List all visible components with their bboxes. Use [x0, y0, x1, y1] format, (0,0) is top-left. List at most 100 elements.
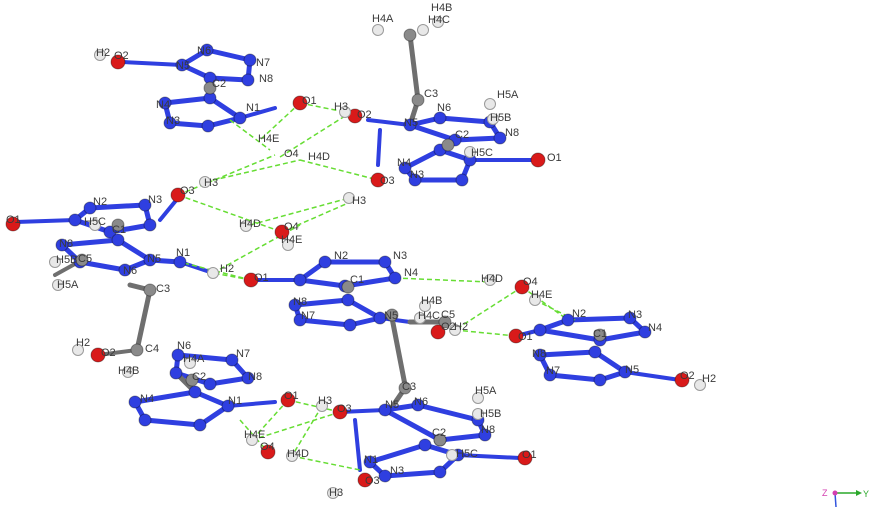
atom-label: N8: [505, 127, 519, 139]
nitrogen-atom: [378, 255, 392, 269]
atom-label: H5B: [490, 112, 511, 124]
nitrogen-atom: [433, 465, 447, 479]
nitrogen-atom: [203, 377, 217, 391]
carbon-atom: [143, 283, 157, 297]
hydrogen-bond: [521, 286, 569, 321]
nitrogen-atom: [418, 438, 432, 452]
hydrogen-bond: [454, 286, 523, 331]
nitrogen-atom: [241, 371, 255, 385]
atom-label: H4E: [244, 429, 265, 441]
nitrogen-atom: [118, 263, 132, 277]
atom-label: N8: [481, 424, 495, 436]
oxygen-atom: [508, 328, 524, 344]
atom-label: N2: [572, 308, 586, 320]
z-axis-label: Z: [822, 488, 828, 498]
carbon-atom: [130, 343, 144, 357]
hydrogen-atom: [122, 366, 134, 378]
nitrogen-atom: [378, 403, 392, 417]
carbon-atom: [203, 81, 217, 95]
atom-label: O3: [180, 185, 195, 197]
nitrogen-atom: [341, 293, 355, 307]
bond: [120, 60, 184, 67]
atom-label: N3: [393, 250, 407, 262]
atom-label: N4: [648, 322, 662, 334]
nitrogen-atom: [169, 366, 183, 380]
atom-label: O2: [680, 370, 695, 382]
hydrogen-atom: [94, 49, 106, 61]
bond: [382, 469, 443, 479]
atom-label: O3: [365, 475, 380, 487]
atom-label: H4D: [308, 151, 330, 163]
atom-label: H5B: [480, 408, 501, 420]
atom-label: O1: [302, 95, 317, 107]
hydrogen-atom: [446, 449, 458, 461]
atoms: [5, 16, 706, 499]
hydrogen-atom: [449, 324, 461, 336]
nitrogen-atom: [561, 313, 575, 327]
hydrogen-bond: [177, 194, 283, 233]
atom-label: H5C: [471, 147, 493, 159]
bond: [592, 349, 628, 375]
bond: [207, 75, 251, 83]
atom-label: N7: [256, 57, 270, 69]
atom-label: O3: [337, 403, 352, 415]
atom-label: N4: [156, 99, 170, 111]
atom-label: N3: [148, 194, 162, 206]
y-axis-arrowhead: [856, 490, 862, 496]
oxygen-atom: [243, 272, 259, 288]
carbon-atom: [185, 373, 199, 387]
atom-label: H4D: [287, 448, 309, 460]
atom-label: H3: [329, 487, 343, 499]
carbon-atom: [398, 381, 412, 395]
atom-label: C2: [192, 371, 206, 383]
atom-label: N8: [59, 238, 73, 250]
atom-label: H3: [318, 395, 332, 407]
atom-label: N4: [397, 157, 411, 169]
atom-label: C5: [441, 309, 455, 321]
hydrogen-atom: [484, 274, 496, 286]
hydrogen-atom: [343, 192, 355, 204]
nitrogen-atom: [588, 345, 602, 359]
hydrogen-bond: [204, 159, 301, 183]
oxygen-atom: [357, 472, 373, 488]
nitrogen-atom: [173, 255, 187, 269]
hydrogen-atom: [414, 312, 426, 324]
atom-label: N8: [532, 348, 546, 360]
nitrogen-atom: [373, 311, 387, 325]
atom-label: O1: [254, 272, 269, 284]
atom-label: H3: [204, 177, 218, 189]
bond: [207, 95, 243, 121]
atom-label: C2: [212, 78, 226, 90]
atom-label: C1: [112, 224, 126, 236]
nitrogen-atom: [158, 96, 172, 110]
bond: [167, 120, 211, 129]
atom-label: N3: [166, 115, 180, 127]
bond: [597, 329, 648, 343]
atom-label: H4E: [281, 234, 302, 246]
hydrogen-bonds: [177, 102, 576, 471]
atom-label: N5: [625, 364, 639, 376]
bond: [59, 237, 121, 248]
atom-label: H2: [76, 337, 90, 349]
bond: [158, 196, 180, 222]
atom-label: N4: [140, 393, 154, 405]
hydrogen-atom: [529, 294, 541, 306]
atom-label: O1: [522, 449, 537, 461]
atom-label: N7: [301, 310, 315, 322]
oxygen-atom: [5, 216, 21, 232]
nitrogen-atom: [408, 173, 422, 187]
bond: [537, 327, 603, 343]
bond: [338, 408, 387, 414]
bond: [204, 47, 253, 63]
bond: [115, 237, 153, 263]
oxygen-atom: [370, 172, 386, 188]
hydrogen-atom: [240, 220, 252, 232]
carbon-atom: [438, 315, 452, 329]
nitrogen-atom: [293, 273, 307, 287]
nitrogen-atom: [533, 323, 547, 337]
carbon-atom: [111, 218, 125, 232]
atom-label: H2: [702, 373, 716, 385]
bond: [142, 417, 203, 428]
atom-label: N6: [123, 265, 137, 277]
atom-label: H4B: [421, 295, 442, 307]
